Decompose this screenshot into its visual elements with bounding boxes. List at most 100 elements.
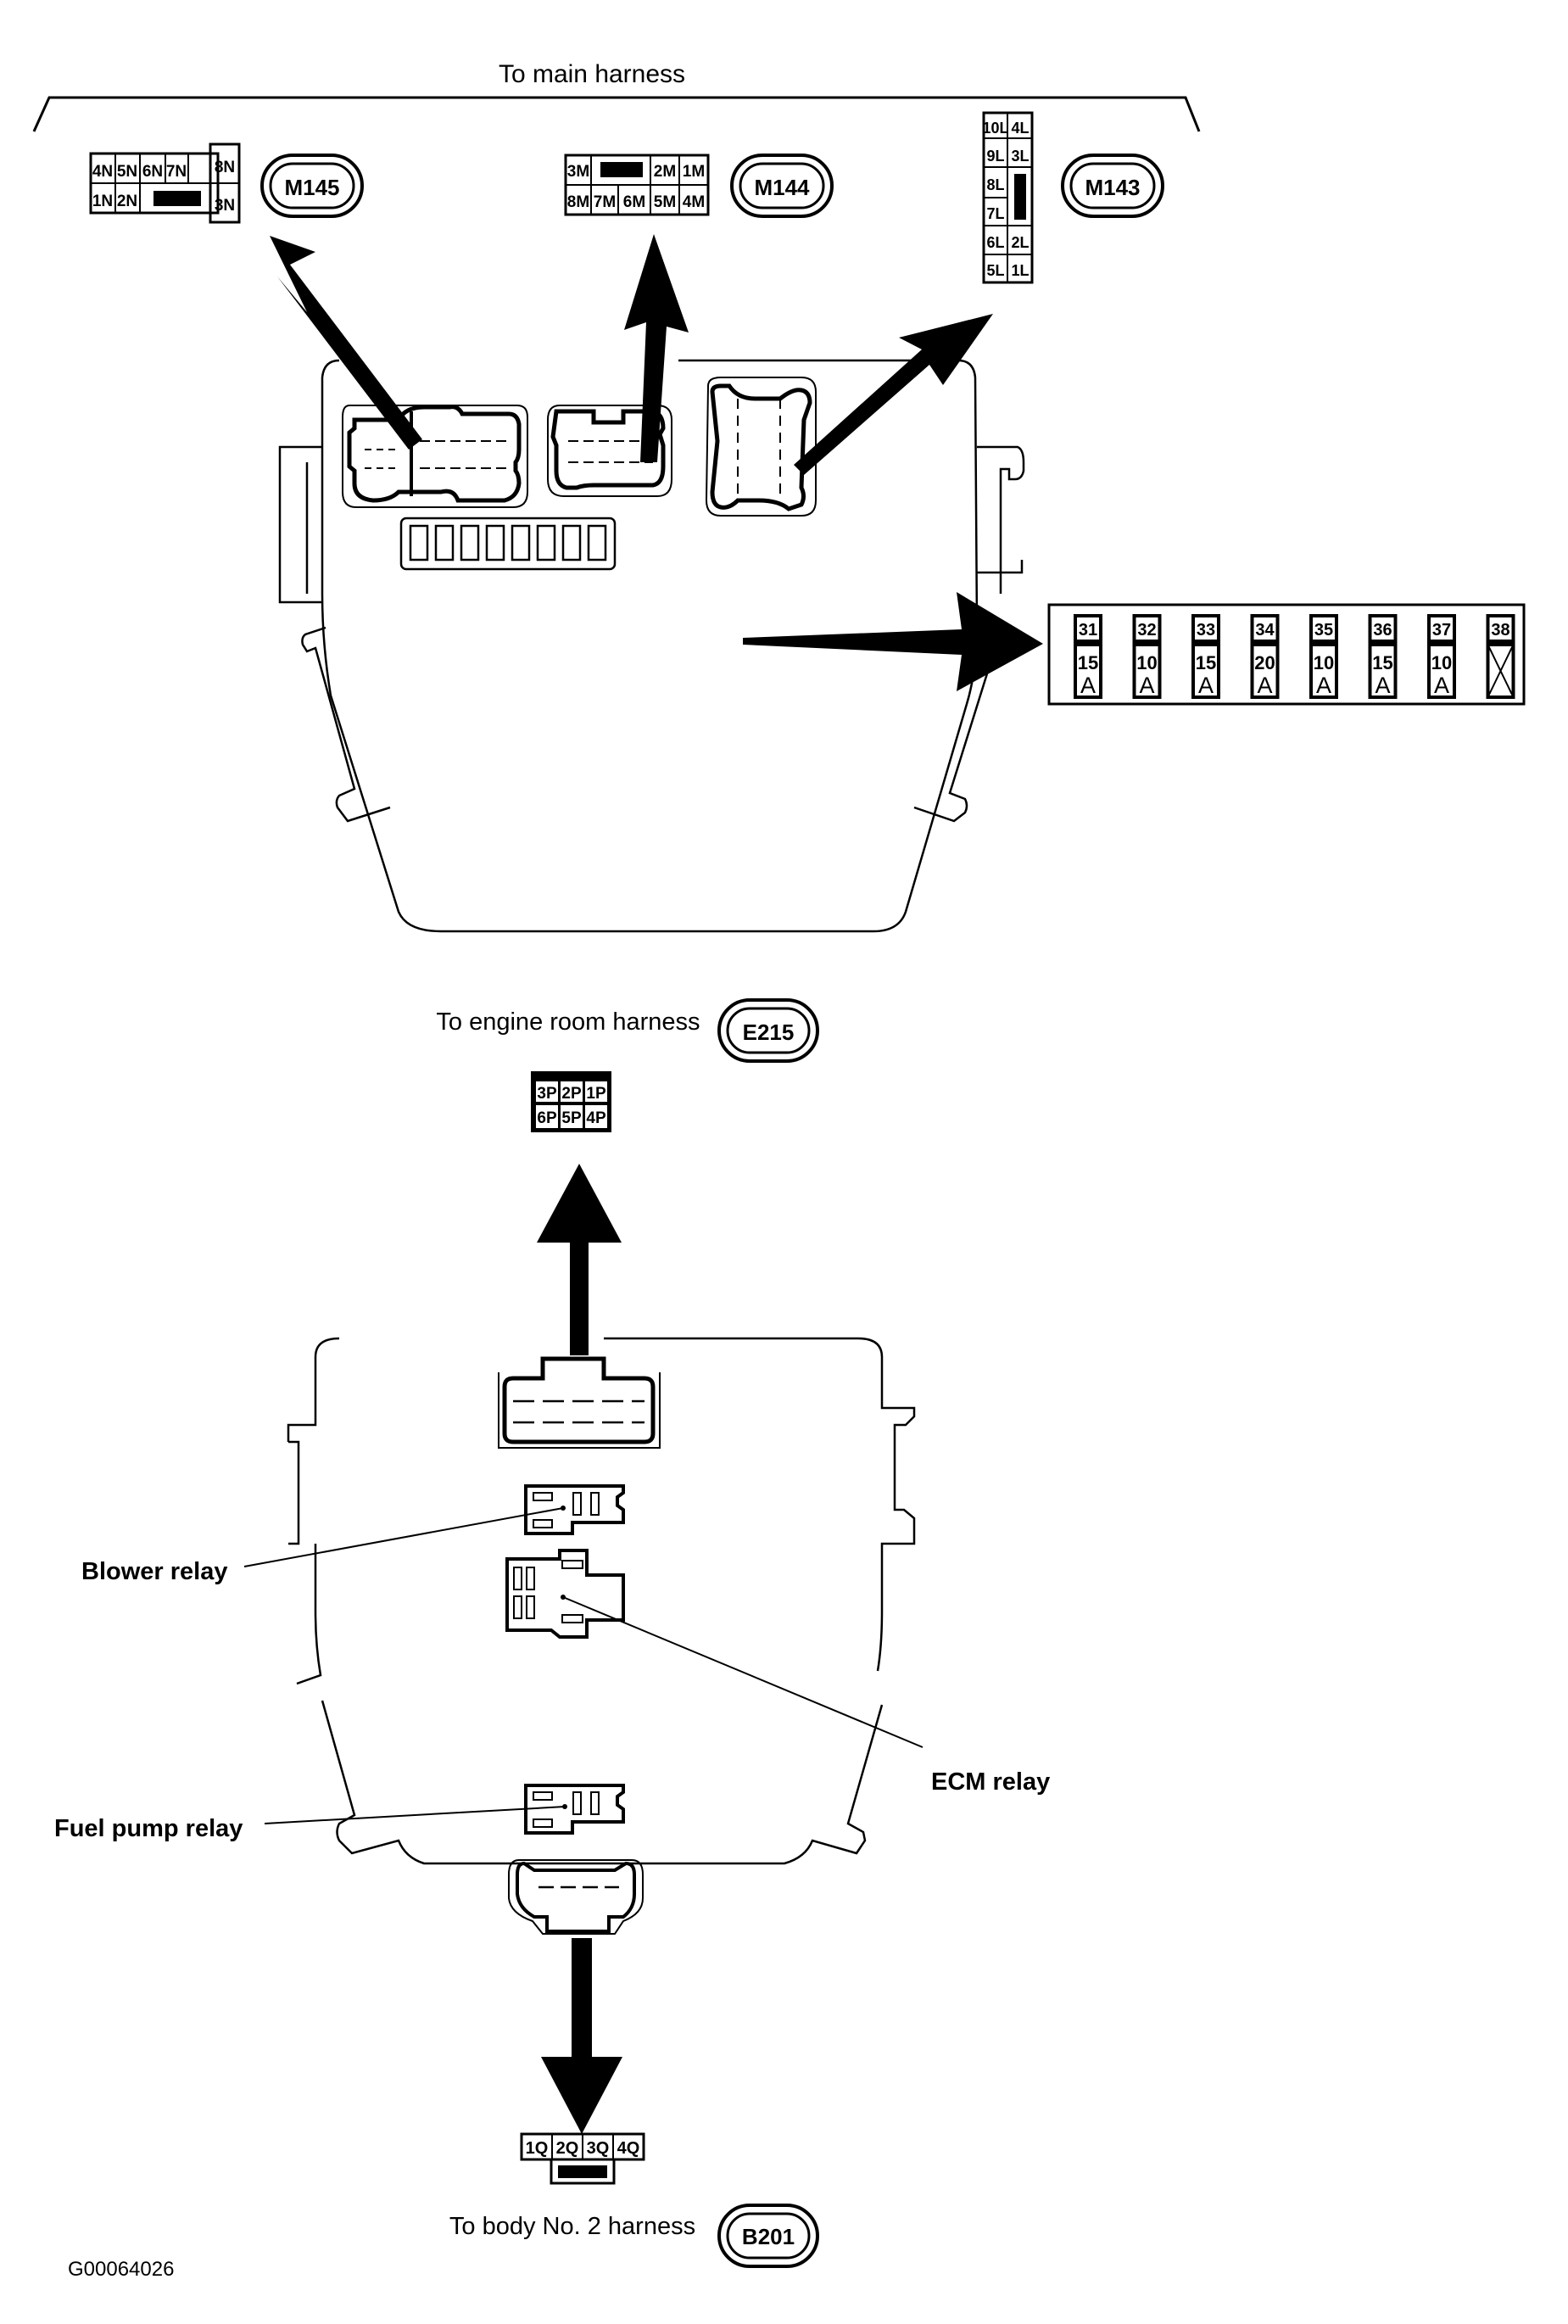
ecm-relay-socket	[505, 1549, 625, 1639]
pin-label: 2L	[1011, 234, 1029, 251]
main-harness-bracket	[32, 96, 1201, 132]
fuse-unit: A	[1080, 673, 1096, 698]
arrow-to-m143	[794, 314, 993, 475]
pin-label: 4P	[586, 1109, 606, 1127]
pin-label: 6L	[986, 234, 1004, 251]
pin-label: 2M	[654, 163, 676, 181]
pin-label: 8M	[567, 193, 589, 211]
fuel-pump-relay-label: Fuel pump relay	[54, 1815, 243, 1842]
fuse-34: 34 20A	[1250, 614, 1280, 699]
svg-text:M144: M144	[754, 175, 810, 200]
pin-label: 2Q	[556, 2139, 579, 2158]
engine-room-harness-label: To engine room harness	[436, 1008, 700, 1036]
body-harness-label: To body No. 2 harness	[449, 2213, 695, 2240]
svg-text:E215: E215	[743, 1020, 795, 1045]
fuse-body	[1250, 643, 1280, 699]
fuse-32: 32 10A	[1132, 614, 1162, 699]
connector-m143-face: 10L 9L 8L 7L 6L 5L 4L 3L 2L 1L	[982, 111, 1034, 284]
pin-label: 4Q	[617, 2139, 640, 2158]
connector-m145-face: 4N 5N 6N 7N 8N 1N 2N 3N	[89, 142, 241, 224]
pin-label: 1P	[586, 1085, 606, 1103]
fuse-number-box	[1368, 614, 1398, 643]
pin-label: 7N	[166, 163, 187, 181]
fuse-rating: 10	[1136, 652, 1157, 673]
fuse-body	[1368, 643, 1398, 699]
fuse-body	[1309, 643, 1338, 699]
fuse-number: 36	[1373, 621, 1392, 640]
ecm-relay-leader	[562, 1596, 924, 1748]
fuse-unit: A	[1139, 673, 1154, 698]
fuse-unit: A	[1434, 673, 1449, 698]
fuse-body	[1191, 643, 1220, 699]
fuse-number-box	[1250, 614, 1280, 643]
connector-b201-face: 1Q 2Q 3Q 4Q	[520, 2132, 645, 2185]
pin-label: 3L	[1011, 148, 1029, 165]
fuse-rating: 15	[1078, 652, 1098, 673]
pin-label: 7L	[986, 205, 1004, 222]
fuel-pump-relay-leader	[264, 1806, 566, 1824]
pin-label: 6N	[142, 163, 163, 181]
fuse-number-box	[1074, 614, 1102, 643]
fuse-unit: A	[1198, 673, 1214, 698]
fuse-number: 38	[1491, 621, 1509, 640]
figure-id: G00064026	[68, 2258, 174, 2281]
arrow-to-b201	[541, 1938, 622, 2134]
fuse-rating: 10	[1431, 652, 1452, 673]
fuse-body	[1074, 643, 1102, 699]
pin-label: 5L	[986, 262, 1004, 279]
pin-label: 1M	[683, 163, 705, 181]
fuse-number: 35	[1314, 621, 1333, 640]
pin-label: 4M	[683, 193, 705, 211]
svg-text:M143: M143	[1085, 175, 1140, 200]
fuse-rating: 10	[1314, 652, 1334, 673]
pin-label: 10L	[982, 120, 1008, 137]
fuse-rating: 20	[1254, 652, 1275, 673]
connector-e215-face: 3P 2P 1P 6P 5P 4P	[531, 1071, 611, 1132]
pin-label: 3M	[567, 163, 589, 181]
fuse-number-box	[1486, 614, 1515, 643]
fuse-number-box	[1132, 614, 1162, 643]
lower-relay-block	[287, 1337, 916, 1935]
fuse-number-box	[1309, 614, 1338, 643]
pin-label: 5P	[561, 1109, 582, 1127]
pin-label: 4L	[1011, 120, 1029, 137]
pin-label: 1L	[1011, 262, 1029, 279]
blower-relay-leader	[243, 1507, 564, 1567]
pin-label: 9L	[986, 148, 1004, 165]
empty-slot-cross-icon	[1487, 644, 1515, 698]
connector-id-badge-m145: M145	[260, 154, 364, 218]
pin-label: 7M	[594, 193, 616, 211]
connector-id-badge-e215: E215	[717, 998, 819, 1063]
pin-label: 5N	[117, 163, 137, 181]
fuse-number: 37	[1432, 621, 1451, 640]
ecm-relay-label: ECM relay	[931, 1768, 1050, 1796]
fuse-body	[1486, 643, 1515, 699]
pin-label: 1Q	[526, 2139, 549, 2158]
connector-id-badge-m144: M144	[730, 154, 834, 218]
pin-label: 5M	[654, 193, 676, 211]
svg-text:B201: B201	[742, 2224, 795, 2249]
fuse-number: 34	[1255, 621, 1275, 640]
upper-fuse-block	[278, 359, 1025, 933]
connector-id-badge-b201: B201	[717, 2204, 819, 2268]
pin-label: 1N	[92, 193, 113, 210]
pin-label: 3Q	[587, 2139, 610, 2158]
arrow-to-m145	[270, 236, 422, 450]
fuse-unit: A	[1257, 673, 1272, 698]
pin-label: 8L	[986, 176, 1004, 193]
pin-label: 3N	[215, 197, 235, 215]
fuse-unit: A	[1316, 673, 1331, 698]
svg-text:M145: M145	[284, 175, 339, 200]
pin-label: 6M	[623, 193, 645, 211]
fuse-number: 32	[1137, 621, 1156, 640]
connector-id-badge-m143: M143	[1061, 154, 1164, 218]
blower-relay-label: Blower relay	[81, 1558, 227, 1585]
pin-label: 6P	[537, 1109, 557, 1127]
fuse-rating: 15	[1196, 652, 1216, 673]
